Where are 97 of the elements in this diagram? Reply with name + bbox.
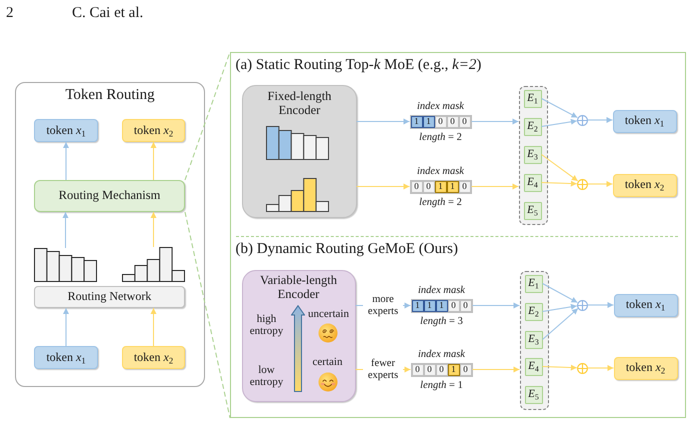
page-number: 2 xyxy=(6,5,14,22)
expert-group xyxy=(518,86,548,224)
mask-cell: 1 xyxy=(424,300,436,312)
arrow xyxy=(62,212,68,248)
token-box: token x$_{1}$ xyxy=(614,294,678,316)
arrow xyxy=(356,118,410,124)
length-label: length = 2 xyxy=(418,196,463,209)
arrow xyxy=(587,365,614,371)
length-label: length = 3 xyxy=(419,316,464,328)
mask-cell: 1 xyxy=(434,180,446,192)
arrow xyxy=(150,142,156,180)
encoder-box xyxy=(242,270,356,402)
arrow xyxy=(150,308,156,346)
arrow xyxy=(541,180,578,187)
mask-cell: 1 xyxy=(436,300,448,312)
arrow xyxy=(471,118,519,124)
mask-cell: 0 xyxy=(458,180,470,192)
expert-box: E$_{3}$ xyxy=(524,146,542,164)
mask-cell: 1 xyxy=(410,116,422,128)
token-box: token x$_{1}$ xyxy=(34,346,98,369)
token-box: token x$_{2}$ xyxy=(612,174,676,196)
section-heading: (a) Static Routing Top-k MoE (e.g., k=2) xyxy=(236,56,482,74)
detail-panel xyxy=(230,52,686,418)
plus-circle-icon xyxy=(576,178,588,190)
encoder-title: Variable-length Encoder xyxy=(258,272,338,302)
edge-label: fewer experts xyxy=(363,358,403,382)
arrow xyxy=(63,308,69,346)
expert-group xyxy=(520,270,548,410)
arrow xyxy=(587,302,614,308)
expert-box: E$_{1}$ xyxy=(524,274,542,292)
mask-title: index mask xyxy=(416,100,465,113)
mask-title: index mask xyxy=(416,166,465,178)
mask-cell: 0 xyxy=(410,180,422,192)
arrow xyxy=(63,142,69,180)
arrow xyxy=(541,118,578,127)
process-box: Routing Network xyxy=(34,286,185,308)
scale-label: low entropy xyxy=(248,364,284,389)
bar-chart xyxy=(34,248,97,282)
arrow xyxy=(472,302,520,308)
mask-cell: 0 xyxy=(434,116,446,128)
mask-cell: 0 xyxy=(460,364,472,376)
state-label: certain xyxy=(312,356,344,368)
expert-box: E$_{4}$ xyxy=(524,174,542,192)
arrow xyxy=(587,181,613,187)
running-header: C. Cai et al. xyxy=(72,5,144,22)
arrow xyxy=(587,117,613,123)
plus-circle-icon xyxy=(576,362,588,374)
arrow xyxy=(541,154,578,182)
section-heading: (b) Dynamic Routing GeMoE (Ours) xyxy=(236,240,458,258)
state-label: uncertain xyxy=(307,308,350,320)
expert-box: E$_{3}$ xyxy=(524,330,542,348)
arrow xyxy=(542,283,578,304)
mask-cell: 0 xyxy=(460,300,472,312)
length-label: length = 1 xyxy=(419,380,464,392)
encoder-box xyxy=(242,84,356,218)
token-box: token x$_{2}$ xyxy=(122,346,185,369)
bar-chart xyxy=(122,247,185,282)
length-label: length = 2 xyxy=(418,132,463,144)
token-box: token x$_{2}$ xyxy=(614,356,678,380)
mask-cell: 1 xyxy=(446,180,458,192)
mask-title: index mask xyxy=(417,284,466,297)
expert-box: E$_{2}$ xyxy=(524,302,542,320)
expert-box: E$_{5}$ xyxy=(524,202,542,220)
arrow xyxy=(542,364,578,371)
mask-cell: 0 xyxy=(446,116,458,128)
connector-line xyxy=(184,212,230,418)
mask-cell: 0 xyxy=(448,300,460,312)
plus-circle-icon xyxy=(576,114,588,126)
plus-circle-icon xyxy=(576,300,588,310)
mask-cell: 1 xyxy=(412,300,424,312)
encoder-title: Fixed-length Encoder xyxy=(266,88,332,118)
process-box: Routing Mechanism xyxy=(34,180,185,212)
mask-title: index mask xyxy=(417,348,466,361)
panel xyxy=(15,82,205,387)
token-box: token x$_{2}$ xyxy=(122,119,185,142)
mask-cell: 0 xyxy=(424,364,436,376)
mask-cell: 1 xyxy=(448,364,460,376)
mask-cell: 1 xyxy=(422,116,434,128)
connector-line xyxy=(184,52,230,180)
arrow xyxy=(472,366,520,372)
token-box: token x$_{1}$ xyxy=(34,119,98,142)
token-box: token x$_{1}$ xyxy=(612,110,676,132)
arrow xyxy=(356,184,410,190)
arrow xyxy=(471,184,519,190)
arrow xyxy=(541,98,578,118)
scale-label: high entropy xyxy=(248,312,284,338)
expert-box: E$_{4}$ xyxy=(524,358,542,376)
mask-cell: 0 xyxy=(422,180,434,192)
mask-cell: 0 xyxy=(458,116,470,128)
expert-box: E$_{2}$ xyxy=(524,118,542,136)
arrow xyxy=(150,212,156,248)
panel-title: Token Routing xyxy=(64,87,156,104)
arrow xyxy=(542,304,578,312)
expert-box: E$_{5}$ xyxy=(524,386,542,404)
expert-box: E$_{1}$ xyxy=(524,90,542,108)
mask-cell: 0 xyxy=(412,364,424,376)
mask-cell: 0 xyxy=(436,364,448,376)
